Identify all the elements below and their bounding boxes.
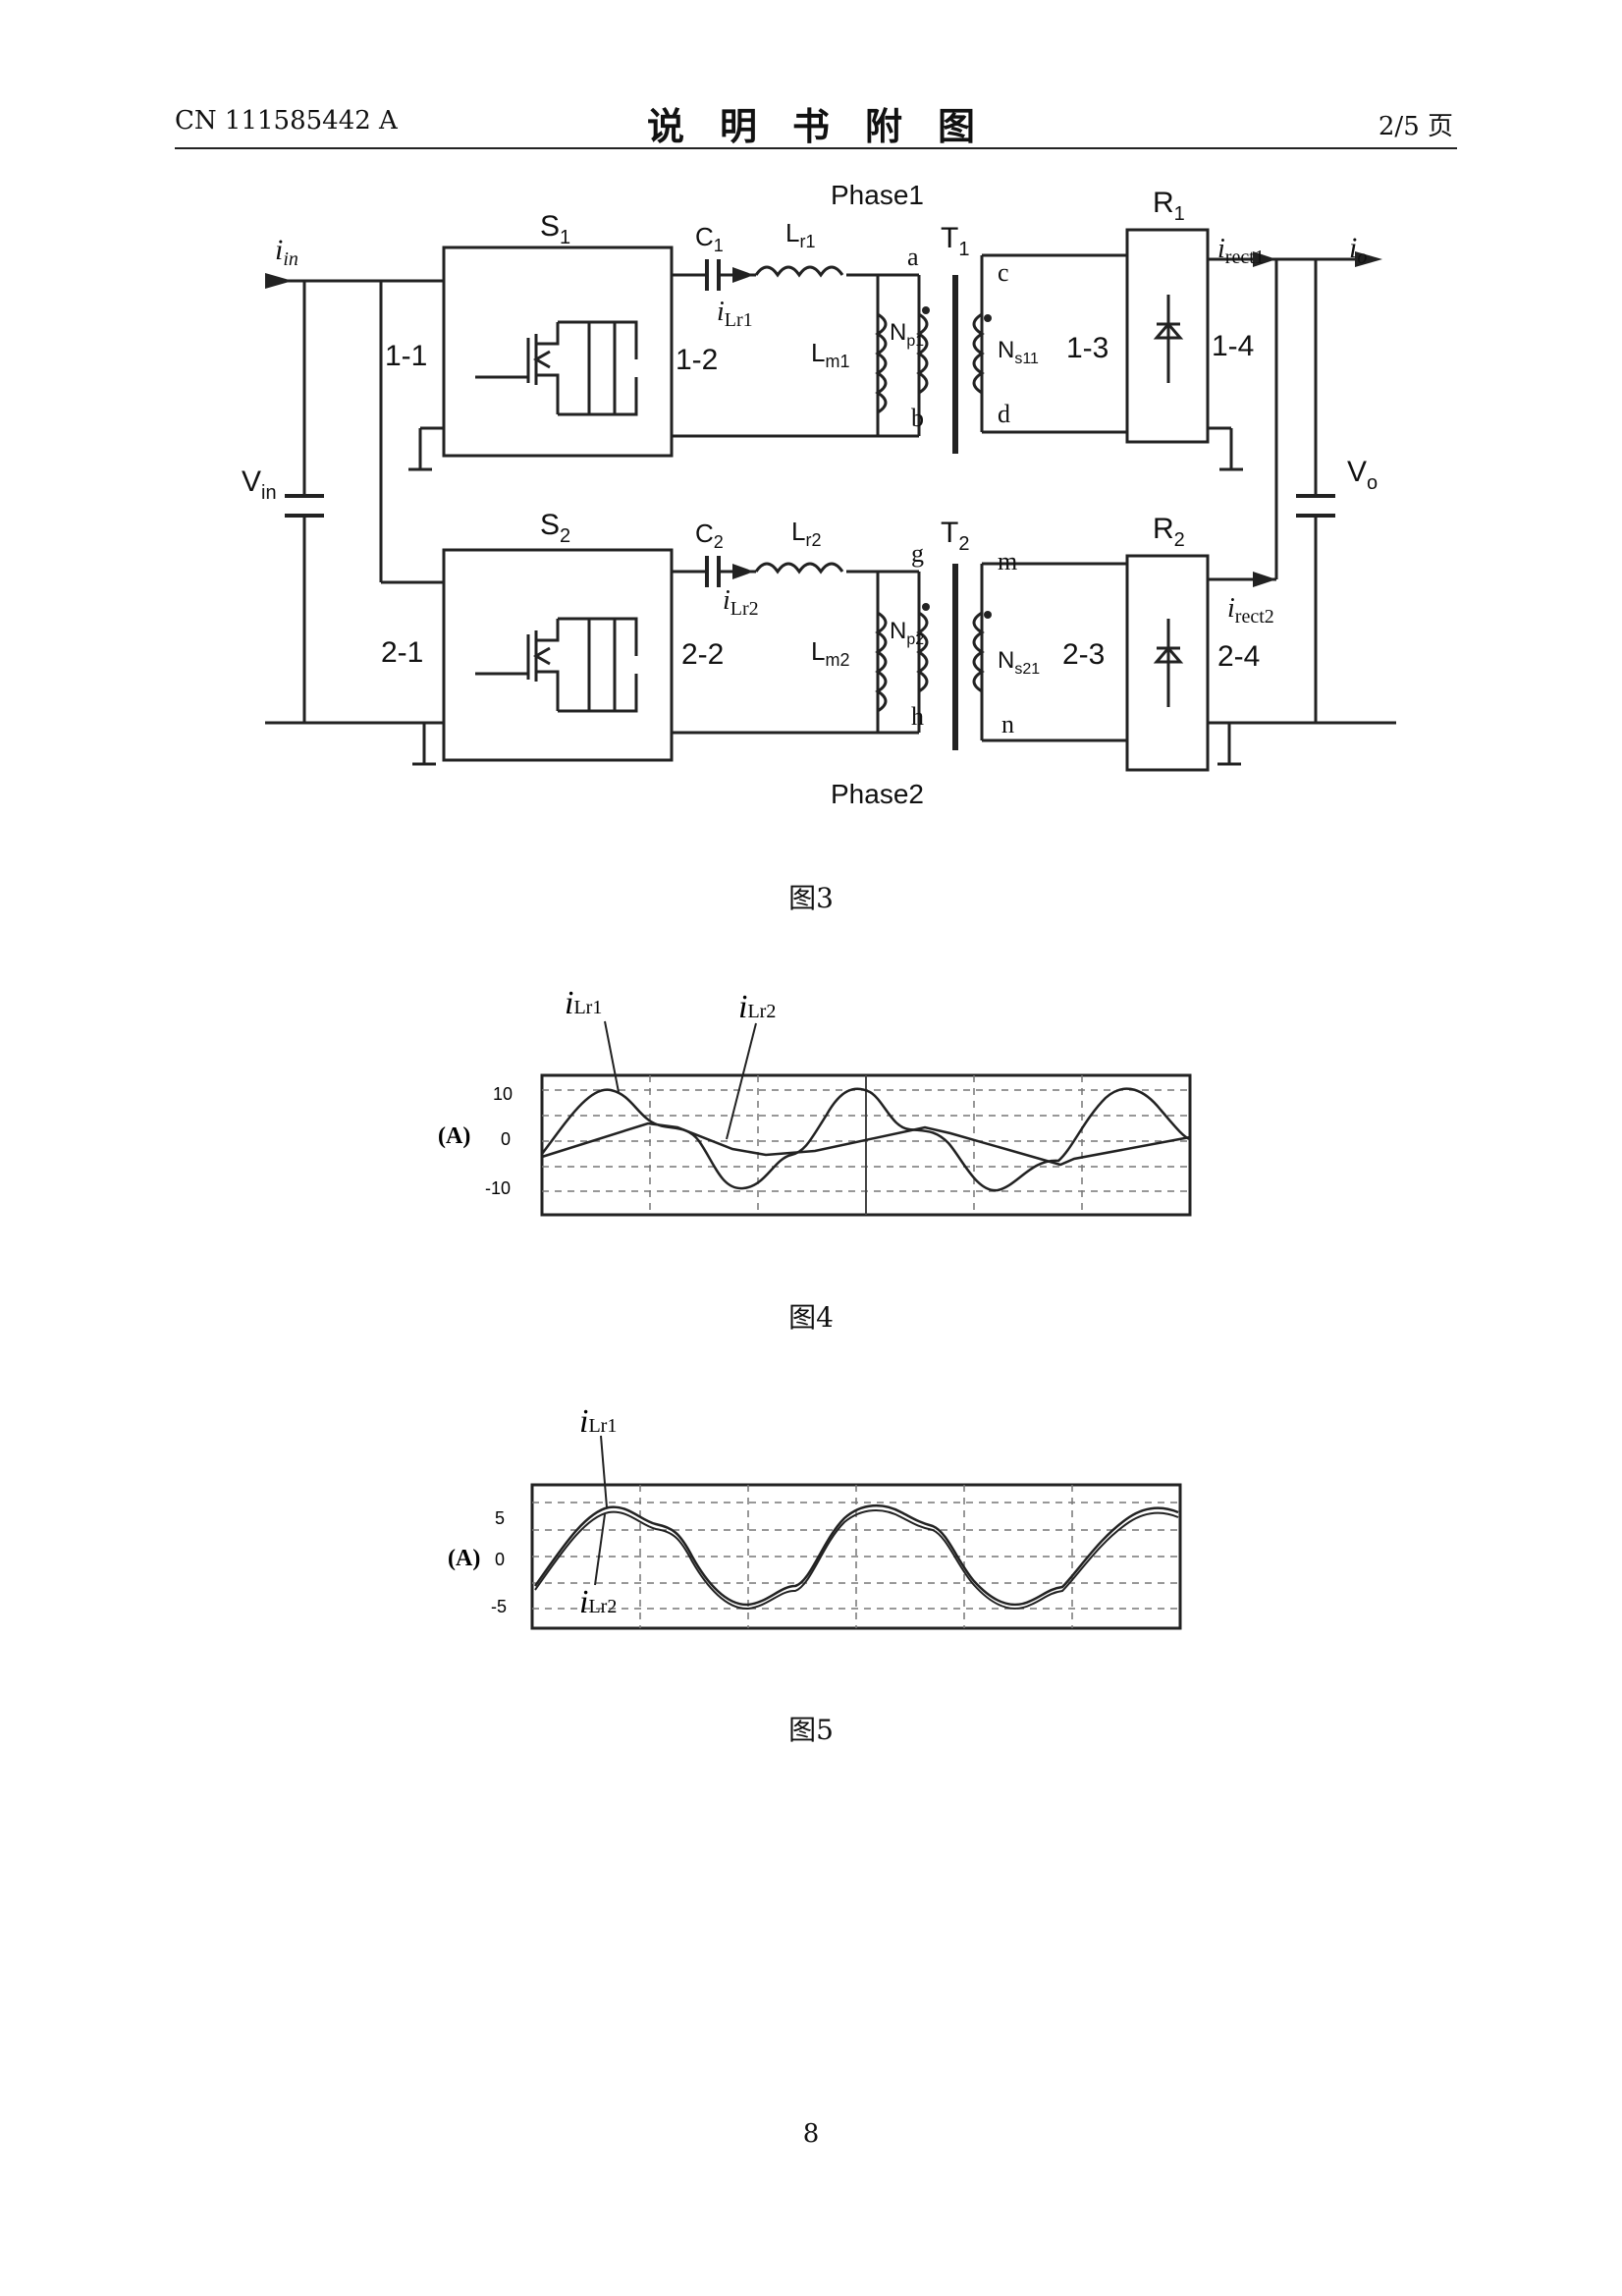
fig4-tick-10: 10 (493, 1084, 513, 1104)
label-node-1-2: 1-2 (676, 344, 718, 376)
fig4-leader-ilr1 (604, 1020, 620, 1093)
label-ilr1: iLr1 (717, 297, 753, 331)
label-r1: R1 (1153, 187, 1185, 225)
label-node-h: h (911, 702, 924, 731)
label-node-2-4: 2-4 (1217, 640, 1260, 673)
label-phase2: Phase2 (831, 779, 924, 809)
fig4-tick-0: 0 (501, 1129, 511, 1149)
label-node-1-3: 1-3 (1066, 332, 1108, 364)
label-node-d: d (998, 400, 1010, 428)
label-node-2-1: 2-1 (381, 636, 423, 669)
label-node-2-2: 2-2 (681, 638, 724, 671)
label-vo: Vo (1347, 456, 1378, 494)
header-rule (175, 147, 1457, 149)
label-node-b: b (911, 404, 924, 432)
fig4-grid (542, 1075, 1190, 1215)
fig5-leader-ilr1 (600, 1435, 608, 1508)
label-np1: Np1 (890, 319, 924, 350)
label-s2: S2 (540, 509, 570, 547)
label-r2: R2 (1153, 513, 1185, 551)
label-irect1: irect1 (1217, 234, 1265, 268)
fig5-legend-ilr1: iLr1 (579, 1403, 617, 1440)
circuit-wires (265, 228, 1396, 772)
figure3-caption: 图3 (788, 882, 834, 914)
label-lr2: Lr2 (791, 517, 821, 550)
fig4-ylabel: (A) (438, 1123, 470, 1149)
page-counter: 2/5 页 (1378, 112, 1453, 141)
label-np2: Np2 (890, 618, 924, 648)
label-c2: C2 (695, 519, 724, 552)
label-node-a: a (907, 243, 919, 271)
label-node-2-3: 2-3 (1062, 638, 1105, 671)
label-phase1: Phase1 (831, 180, 924, 210)
figure4-caption: 图4 (788, 1301, 834, 1334)
fig4-tick-minus-10: -10 (485, 1178, 511, 1198)
label-lr1: Lr1 (785, 218, 815, 251)
fig5-grid (532, 1485, 1180, 1628)
label-node-m: m (998, 547, 1017, 575)
fig5-tick-minus-5: -5 (491, 1597, 507, 1616)
fig4-legend-ilr2: iLr2 (738, 989, 776, 1025)
label-ns11: Ns11 (998, 337, 1039, 367)
label-t2: T2 (941, 517, 969, 555)
fig4-leader-ilr2 (726, 1022, 757, 1140)
label-vin: Vin (242, 465, 277, 504)
fig4-series-ilr1 (541, 1087, 1191, 1192)
fig5-series-ilr2 (534, 1509, 1179, 1611)
label-ns21: Ns21 (998, 647, 1040, 678)
fig4-plot-frame (540, 1073, 1192, 1217)
fig5-leader-ilr2 (594, 1513, 606, 1586)
label-t1: T1 (941, 222, 969, 260)
label-i-in: iin (275, 234, 298, 270)
label-s1: S1 (540, 210, 570, 248)
label-node-c: c (998, 258, 1009, 287)
label-ilr2: iLr2 (723, 585, 759, 620)
figure5-caption: 图5 (788, 1714, 834, 1746)
capacitor-symbols (285, 259, 1335, 587)
fig4-legend-ilr1: iLr1 (565, 985, 602, 1021)
fig5-series-ilr1 (533, 1503, 1179, 1607)
patent-number: CN 111585442 A (175, 106, 398, 136)
fig5-ylabel: (A) (448, 1546, 480, 1571)
fig5-tick-5: 5 (495, 1508, 505, 1528)
label-irect2: irect2 (1227, 593, 1274, 628)
label-lm1: Lm1 (811, 338, 849, 371)
label-node-g: g (911, 539, 924, 568)
label-lm2: Lm2 (811, 636, 849, 670)
fig5-plot-frame (530, 1483, 1182, 1630)
fig5-legend-ilr2: iLr2 (579, 1584, 617, 1620)
label-node-1-4: 1-4 (1212, 330, 1254, 362)
page-number: 8 (802, 2119, 820, 2149)
circuit-diagram-figure3: iin io Vin Vo Phase1 Phase2 S1 S2 R1 R2 … (242, 180, 1396, 809)
label-node-n: n (1001, 710, 1014, 738)
fig5-tick-0: 0 (495, 1550, 505, 1569)
fig4-series-ilr2 (541, 1121, 1191, 1167)
page-title: 说明书附图 (646, 104, 1010, 148)
label-node-1-1: 1-1 (385, 340, 427, 372)
label-io: io (1349, 232, 1367, 268)
label-c1: C1 (695, 222, 724, 255)
